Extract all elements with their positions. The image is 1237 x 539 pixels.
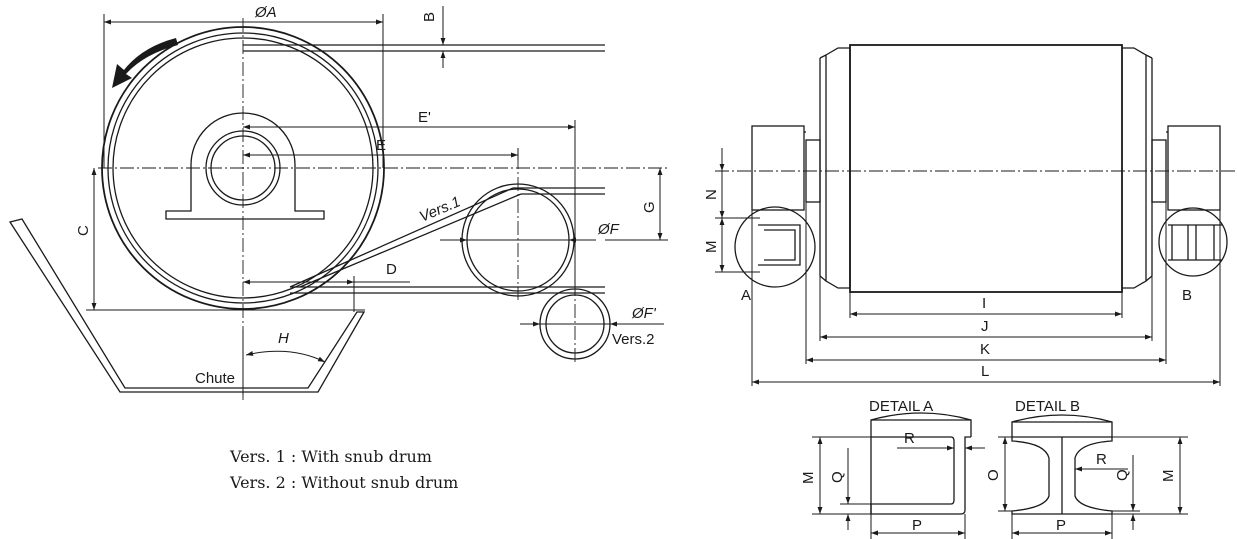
dim-label-j: J — [981, 318, 989, 335]
detail-b: DETAIL B R O Q M P — [985, 398, 1188, 539]
detail-b-dim-o: O — [985, 469, 1002, 481]
dim-label-diameter-f-prime: ØF' — [631, 305, 657, 322]
front-view: A B N M I J K L — [703, 44, 1237, 386]
center-lines — [98, 18, 670, 400]
dim-label-e-prime: E' — [418, 109, 431, 126]
chute — [8, 218, 366, 393]
detail-a-dim-m: M — [800, 472, 817, 485]
dim-label-diameter-f: ØF — [597, 221, 620, 238]
detail-a-dim-r: R — [904, 430, 915, 447]
detail-a: DETAIL A R M Q P — [800, 398, 985, 539]
drum-body — [849, 44, 1123, 293]
detail-b-callout-circle — [1158, 207, 1228, 277]
dim-label-k: K — [980, 341, 990, 358]
detail-a-title: DETAIL A — [869, 398, 933, 415]
dim-label-m: M — [703, 241, 720, 254]
detail-b-dim-p: P — [1056, 517, 1066, 534]
detail-b-dim-m: M — [1160, 470, 1177, 483]
detail-a-dim-p: P — [912, 517, 922, 534]
detail-a-dim-q: Q — [829, 471, 846, 483]
dim-label-l: L — [981, 363, 989, 380]
detail-b-dim-r: R — [1096, 451, 1107, 468]
side-view: ØA B E' E G ØF Vers.1 D C — [8, 4, 670, 400]
dim-label-diameter-a: ØA — [254, 4, 277, 21]
dim-label-i: I — [982, 295, 986, 312]
legend: Vers. 1 : With snub drum Vers. 2 : Witho… — [229, 447, 458, 492]
belt — [243, 44, 605, 294]
legend-vers2: Vers. 2 : Without snub drum — [229, 473, 458, 492]
vers2-label: Vers.2 — [612, 331, 655, 348]
rotation-arrow — [112, 38, 178, 88]
detail-b-title: DETAIL B — [1015, 398, 1080, 415]
bearing-housing — [165, 112, 325, 220]
dim-label-g: G — [641, 201, 658, 213]
detail-a-callout-circle — [734, 206, 816, 288]
legend-vers1: Vers. 1 : With snub drum — [229, 447, 432, 466]
dim-label-b: B — [421, 12, 438, 22]
detail-b-dim-q: Q — [1114, 469, 1131, 481]
dim-label-h: H — [278, 330, 289, 347]
chute-label: Chute — [195, 370, 235, 387]
dim-label-n: N — [703, 189, 720, 200]
dim-label-c: C — [75, 225, 92, 236]
detail-b-mark: B — [1182, 287, 1192, 304]
dim-label-e: E — [376, 137, 386, 154]
detail-a-mark: A — [741, 287, 751, 304]
dim-label-d: D — [386, 261, 397, 278]
